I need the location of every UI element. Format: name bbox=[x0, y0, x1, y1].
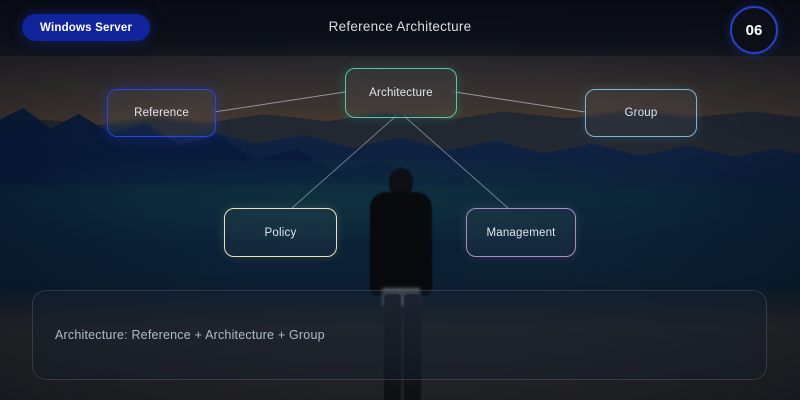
diagram-node-management[interactable]: Management bbox=[466, 208, 576, 257]
page-number-label: 06 bbox=[745, 21, 763, 39]
node-label-architecture: Architecture bbox=[369, 87, 433, 99]
caption-panel: Architecture: Reference + Architecture +… bbox=[32, 290, 767, 380]
node-label-management: Management bbox=[486, 226, 556, 239]
edge-architecture-policy bbox=[291, 115, 397, 209]
caption-text: Architecture: Reference + Architecture +… bbox=[55, 328, 325, 342]
node-label-group: Group bbox=[624, 107, 658, 119]
diagram-node-policy[interactable]: Policy bbox=[224, 208, 337, 257]
page-title: Reference Architecture bbox=[328, 19, 472, 34]
diagram-node-reference[interactable]: Reference bbox=[107, 89, 216, 137]
edge-reference-architecture bbox=[213, 91, 346, 113]
edge-architecture-management bbox=[403, 115, 509, 209]
brand-label: Windows Server bbox=[40, 21, 133, 34]
diagram-node-architecture[interactable]: Architecture bbox=[345, 68, 457, 118]
diagram-node-group[interactable]: Group bbox=[585, 89, 697, 137]
brand-badge: Windows Server bbox=[22, 14, 151, 41]
node-label-policy: Policy bbox=[264, 226, 297, 239]
header-bar: Windows Server Reference Architecture 06 bbox=[0, 0, 800, 56]
page-number-badge: 06 bbox=[730, 6, 778, 54]
node-label-reference: Reference bbox=[134, 107, 189, 119]
edge-architecture-group bbox=[454, 91, 586, 113]
